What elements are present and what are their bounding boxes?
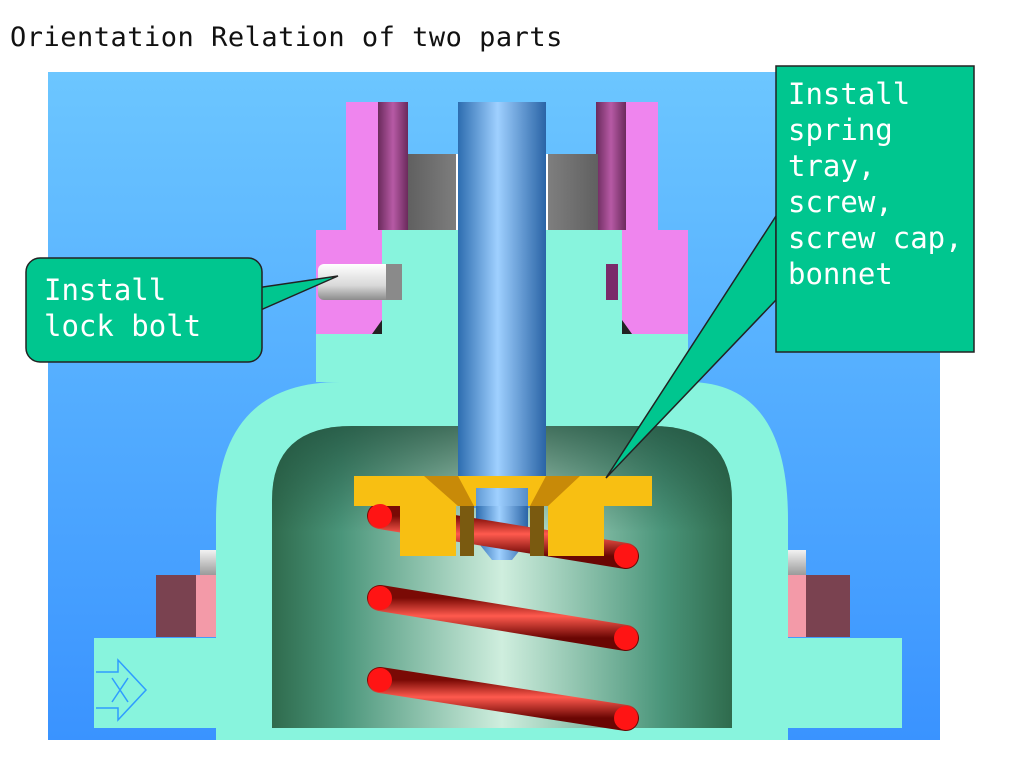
callout-spring-tray-text: Install spring tray, screw, screw cap, b… <box>788 77 963 291</box>
spring-coil-3 <box>367 667 639 731</box>
spring-tray-bevel-left <box>424 476 474 506</box>
lock-bolt-shadow <box>386 264 402 300</box>
bonnet-bolt-hole-right <box>606 264 618 300</box>
right-flange-block-pink <box>786 575 808 637</box>
spring-dot <box>368 668 392 692</box>
left-flange-stud <box>200 550 220 575</box>
spring-dot <box>614 626 638 650</box>
callout-box-lock-bolt <box>25 257 263 363</box>
right-flange-stud <box>786 550 806 575</box>
callout-lock-bolt-text: Install lock bolt <box>44 273 202 343</box>
left-flange-block-pink <box>196 575 216 637</box>
spring-tray-bevel-right <box>530 476 580 506</box>
spring-tray-slot-left <box>460 506 474 556</box>
spring-dot <box>614 544 638 568</box>
bonnet-inner-right <box>596 102 626 230</box>
page-title: Orientation Relation of two parts <box>10 22 563 53</box>
bonnet-notch-right <box>622 320 632 334</box>
spring-tray <box>354 476 652 556</box>
right-flange-block-dark <box>806 575 850 637</box>
spring-dot <box>368 586 392 610</box>
spring-coil-2 <box>367 585 639 651</box>
bonnet-inner-left <box>378 102 408 230</box>
spring-dot <box>368 504 392 528</box>
valve-stem <box>458 102 546 480</box>
left-flange-block-dark <box>156 575 200 637</box>
bonnet-notch-left <box>372 320 382 334</box>
callout-box-spring-tray <box>775 65 975 353</box>
spring-tray-slot-right <box>530 506 544 556</box>
lock-bolt <box>318 264 402 300</box>
flow-arrow-icon <box>96 658 148 722</box>
spring-dot <box>614 706 638 730</box>
